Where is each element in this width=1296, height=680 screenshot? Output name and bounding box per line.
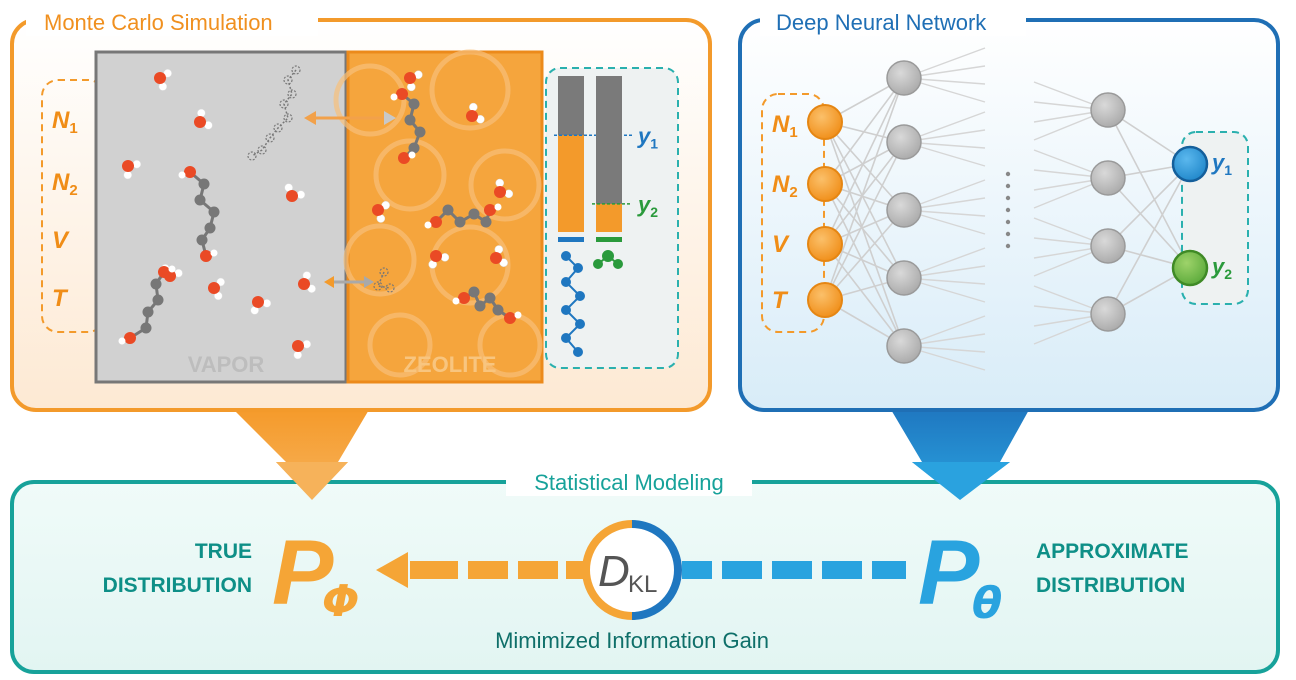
dnn-input-label-3: V: [772, 231, 790, 258]
dnn-input-node: [807, 282, 843, 318]
dnn-hidden-node: [1090, 92, 1126, 128]
dnn-to-stat-arrow: [890, 408, 1030, 500]
water-molecule: [404, 70, 423, 92]
water-molecule: [194, 108, 213, 130]
dkl-circle: D KL: [582, 520, 682, 620]
p-true-subscript: Φ: [322, 576, 359, 627]
species-1-icon: [561, 251, 585, 357]
true-label-line2: DISTRIBUTION: [103, 574, 252, 597]
water-molecule: [154, 69, 172, 91]
approx-label-line2: DISTRIBUTION: [1036, 574, 1185, 597]
mc-input-1-sub: 1: [69, 120, 77, 137]
water-molecule: [208, 277, 225, 301]
stat-caption: Mimimized Information Gain: [495, 628, 769, 653]
dnn-input-label-2-sub: 2: [789, 184, 797, 201]
diol-molecule: [373, 267, 395, 293]
dnn-hidden-node: [1090, 296, 1126, 332]
dnn-output-label-2-sub: 2: [1224, 266, 1232, 282]
diol-molecule: [178, 166, 220, 262]
dnn-hidden-node: [886, 124, 922, 160]
p-approx-symbol: P: [918, 522, 980, 624]
stat-panel-title: Statistical Modeling: [534, 470, 724, 495]
dnn-input-label-2: N2: [772, 171, 798, 201]
diol-molecule: [424, 203, 502, 229]
diol-molecule: [118, 265, 176, 345]
dnn-ellipsis: [1005, 171, 1011, 249]
mc-input-4: T: [52, 285, 69, 312]
dnn-inputs-bracket: [761, 93, 825, 333]
dnn-hidden-node: [1090, 228, 1126, 264]
species-1-marker: [558, 237, 584, 242]
species-2-marker: [596, 237, 622, 242]
species-2-icon: [593, 250, 623, 269]
loading-label-1-sub: 1: [650, 135, 658, 151]
water-molecule: [284, 183, 306, 202]
mc-to-stat-arrow: [232, 408, 370, 500]
dnn-input-node: [807, 104, 843, 140]
dnn-hidden-node: [886, 328, 922, 364]
diol-molecule: [390, 88, 426, 164]
dnn-panel-title: Deep Neural Network: [776, 10, 987, 35]
water-molecule: [494, 178, 514, 199]
dkl-symbol: D: [598, 547, 630, 596]
water-molecule: [490, 245, 508, 267]
dnn-hidden-node: [1090, 160, 1126, 196]
stat-panel: Statistical Modeling TRUE DISTRIBUTION P…: [10, 462, 1280, 674]
dnn-output-label-1-sub: 1: [1224, 162, 1232, 178]
molecules: [118, 65, 522, 360]
water-molecule: [298, 271, 316, 293]
exchange-arrow-bottom: [324, 276, 374, 288]
dnn-output-node-1: [1171, 145, 1209, 183]
water-molecule: [372, 201, 390, 223]
mc-input-2: N2: [52, 169, 78, 199]
zeolite-label: ZEOLITE: [404, 352, 497, 377]
dnn-hidden-node: [886, 260, 922, 296]
water-molecule: [428, 250, 450, 269]
mc-inputs-bracket: [41, 79, 105, 333]
water-molecule: [250, 296, 272, 315]
zeolite-framework: [333, 49, 543, 378]
water-molecule: [466, 102, 485, 124]
loading-bar-2-fill: [596, 203, 622, 232]
dnn-hidden-node: [886, 192, 922, 228]
dnn-hidden-node: [886, 60, 922, 96]
loading-label-2-sub: 2: [650, 204, 658, 220]
dkl-subscript: KL: [628, 571, 657, 598]
exchange-arrow-top: [304, 111, 396, 125]
approx-label-line1: APPROXIMATE: [1036, 540, 1188, 563]
mc-input-3: V: [52, 227, 70, 254]
kl-arrow-left: [376, 552, 586, 588]
dnn-input-label-4: T: [772, 287, 789, 314]
dnn-input-node: [807, 226, 843, 262]
dnn-input-label-1-sub: 1: [789, 124, 797, 141]
loading-bar-1-fill: [558, 135, 584, 232]
diol-molecule: [452, 286, 522, 324]
dnn-input-node: [807, 166, 843, 202]
p-approx-subscript: θ: [972, 578, 1002, 629]
p-true-symbol: P: [272, 522, 334, 624]
water-molecule: [292, 339, 312, 360]
dnn-output-node-2: [1171, 249, 1209, 287]
mc-input-2-sub: 2: [69, 182, 77, 199]
water-molecule: [122, 159, 142, 180]
diol-molecule: [247, 65, 301, 161]
mc-panel-title: Monte Carlo Simulation: [44, 10, 273, 35]
true-label-line1: TRUE: [195, 540, 252, 563]
vapor-box: [94, 50, 348, 384]
vapor-label: VAPOR: [188, 352, 265, 377]
kl-arrow-right: [682, 561, 906, 579]
dnn-nodes: [807, 60, 1209, 364]
